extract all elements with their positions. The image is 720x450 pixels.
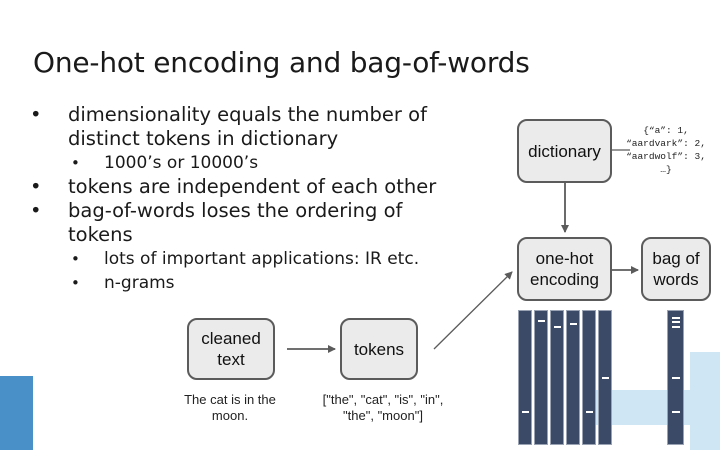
one-hot-marker: [522, 411, 529, 413]
one-hot-marker: [570, 323, 577, 325]
cleaned-text-box: cleaned text: [187, 318, 275, 380]
one-hot-vector: [534, 310, 548, 445]
slide-title: One-hot encoding and bag-of-words: [33, 46, 530, 79]
one-hot-marker: [586, 411, 593, 413]
one-hot-box: one-hot encoding: [517, 237, 612, 301]
decor-left-blue-block: [0, 376, 33, 450]
one-hot-vector: [566, 310, 580, 445]
bullet-dot: •: [71, 154, 80, 172]
sub-bullet-dictionary-size: •1000’s or 10000’s: [71, 153, 259, 173]
bullet-ordering: •bag-of-words loses the ordering of toke…: [30, 199, 403, 246]
tokens-box: tokens: [340, 318, 418, 380]
one-hot-marker: [538, 320, 545, 322]
sub-bullet-ngrams: •n-grams: [71, 273, 175, 293]
dictionary-box: dictionary: [517, 119, 612, 183]
bullet-list: •dimensionality equals the number of dis…: [30, 103, 460, 295]
bag-of-words-vector: [667, 310, 684, 445]
bag-of-words-label: bag of words: [652, 249, 700, 289]
bullet-dot: •: [30, 175, 42, 198]
bullet-dot: •: [71, 274, 80, 292]
one-hot-vector: [550, 310, 564, 445]
bow-marker: [672, 411, 680, 413]
bow-marker: [672, 321, 680, 323]
bullet-independent-tokens: •tokens are independent of each other: [30, 175, 437, 198]
cleaned-text-label: cleaned text: [201, 329, 261, 369]
dictionary-label: dictionary: [528, 141, 601, 161]
one-hot-vector: [518, 310, 532, 445]
one-hot-marker: [554, 326, 561, 328]
sub-bullet-applications: •lots of important applications: IR etc.: [71, 249, 420, 269]
bullet-dot: •: [71, 250, 80, 268]
bow-marker: [672, 317, 680, 319]
arrow-tokens-to-onehot: [433, 271, 513, 350]
one-hot-vector: [598, 310, 612, 445]
bag-of-words-box: bag of words: [641, 237, 711, 301]
one-hot-label: one-hot encoding: [529, 249, 599, 289]
tokens-label: tokens: [353, 339, 405, 359]
bow-marker: [672, 377, 680, 379]
bow-marker: [672, 326, 680, 328]
decor-right-light-strip: [690, 352, 720, 450]
bullet-dot: •: [30, 103, 42, 126]
bullet-dimensionality: •dimensionality equals the number of dis…: [30, 103, 427, 150]
dictionary-example: {“a”: 1, “aardvark”: 2, “aardwolf”: 3, ……: [626, 125, 706, 175]
bullet-dot: •: [30, 199, 42, 222]
tokens-example: ["the", "cat", "is", "in", "the", "moon"…: [322, 392, 444, 423]
cleaned-text-example: The cat is in the moon.: [184, 392, 276, 423]
one-hot-marker: [602, 377, 609, 379]
one-hot-vector: [582, 310, 596, 445]
